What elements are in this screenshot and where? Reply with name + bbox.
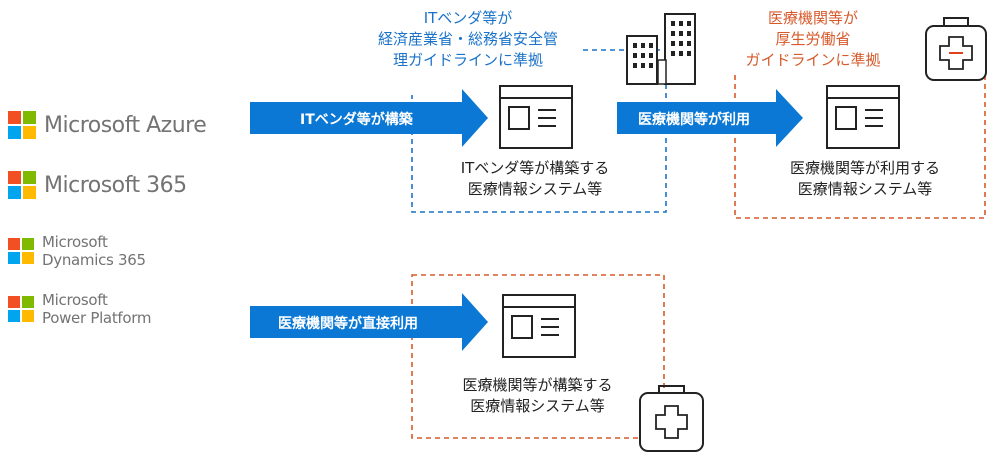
- medical-kit-icon: [639, 385, 704, 452]
- logo-label-line2: Dynamics 365: [42, 251, 146, 269]
- arrow-label-medical-direct: 医療機関等が直接利用: [278, 316, 418, 332]
- building-icon: [626, 13, 696, 85]
- arrow-vendor-build: [250, 89, 488, 147]
- arrow-label-vendor-build: ITベンダ等が構築: [300, 112, 413, 128]
- logo-label-line1: Microsoft: [42, 291, 108, 309]
- system-caption-medical-built: 医療機関等が構築する 医療情報システム等: [462, 376, 613, 415]
- arrow-medical-use: [617, 89, 803, 147]
- logo-label: Microsoft 365: [44, 172, 187, 198]
- microsoft-logo-icon: [8, 171, 36, 199]
- microsoft-logo-icon: [8, 238, 34, 264]
- logo-microsoft-azure: Microsoft Azure: [8, 111, 207, 139]
- vendor-guideline-note: ITベンダ等が 経済産業省・総務省安全管 理ガイドラインに準拠: [377, 9, 558, 69]
- medical-direct-boundary: [411, 274, 665, 439]
- logo-microsoft-power-platform: Microsoft Power Platform: [8, 291, 151, 327]
- medical-guideline-note: 医療機関等が 厚生労働省 ガイドラインに準拠: [745, 9, 881, 69]
- medical-kit-icon: [925, 17, 987, 81]
- building-windows: [633, 21, 691, 68]
- logo-microsoft-365: Microsoft 365: [8, 171, 187, 199]
- microsoft-logo-icon: [8, 296, 34, 322]
- window-form-icon: [502, 294, 576, 358]
- microsoft-logo-icon: [8, 111, 36, 139]
- logo-microsoft-dynamics-365: Microsoft Dynamics 365: [8, 233, 146, 269]
- window-form-icon: [499, 85, 573, 149]
- arrow-medical-direct: [250, 293, 488, 351]
- logo-label-line1: Microsoft: [42, 233, 108, 251]
- window-form-icon: [826, 85, 900, 149]
- system-caption-vendor-built: ITベンダ等が構築する 医療情報システム等: [460, 159, 610, 198]
- logo-label-line2: Power Platform: [42, 309, 152, 327]
- logo-label: Microsoft Azure: [44, 112, 207, 138]
- system-caption-medical-used: 医療機関等が利用する 医療情報システム等: [789, 159, 940, 198]
- arrow-label-medical-use: 医療機関等が利用: [638, 112, 750, 128]
